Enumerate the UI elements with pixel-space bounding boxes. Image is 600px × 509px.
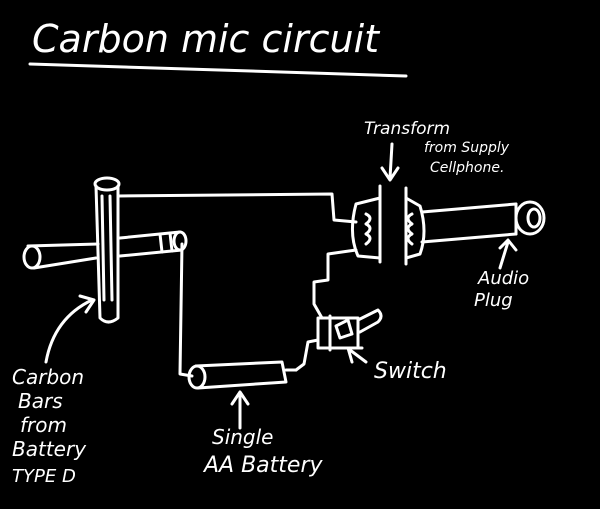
carbon-bar-horizontal [22, 230, 188, 270]
arrow-switch [346, 346, 368, 364]
carbon-bar-vertical [93, 176, 121, 324]
label-carbon-2: Bars [18, 389, 63, 413]
arrow-carbon-bars [44, 294, 96, 364]
label-transform-1: Transform [364, 119, 450, 139]
label-battery-1: Single [212, 425, 273, 449]
wire-bar-to-battery [178, 242, 194, 378]
aa-battery [187, 360, 298, 390]
wire-battery-to-switch [294, 338, 320, 372]
label-transform-2: from Supply [424, 140, 510, 156]
label-audio-2: Plug [474, 290, 513, 311]
switch [316, 308, 383, 352]
audio-cable [420, 202, 518, 214]
label-audio-1: Audio [477, 268, 529, 289]
page-title: Carbon mic circuit [32, 17, 381, 61]
label-carbon-5: TYPE D [12, 466, 76, 487]
wire-switch-to-transformer [312, 248, 358, 320]
label-carbon-4: Battery [12, 437, 87, 461]
arrow-transform [380, 142, 400, 182]
label-transform-3: Cellphone. [430, 160, 504, 176]
arrow-audio-plug [498, 238, 518, 270]
label-carbon-3: from [20, 413, 67, 437]
label-carbon-1: Carbon [12, 365, 84, 389]
label-switch: Switch [374, 359, 447, 384]
audio-plug [514, 200, 546, 236]
transformer [351, 184, 426, 266]
audio-cable-lower [420, 232, 518, 244]
title-underline [28, 62, 408, 78]
arrow-battery [230, 390, 250, 430]
label-battery-2: AA Battery [202, 453, 323, 478]
wire-bar-to-transformer [116, 192, 358, 224]
